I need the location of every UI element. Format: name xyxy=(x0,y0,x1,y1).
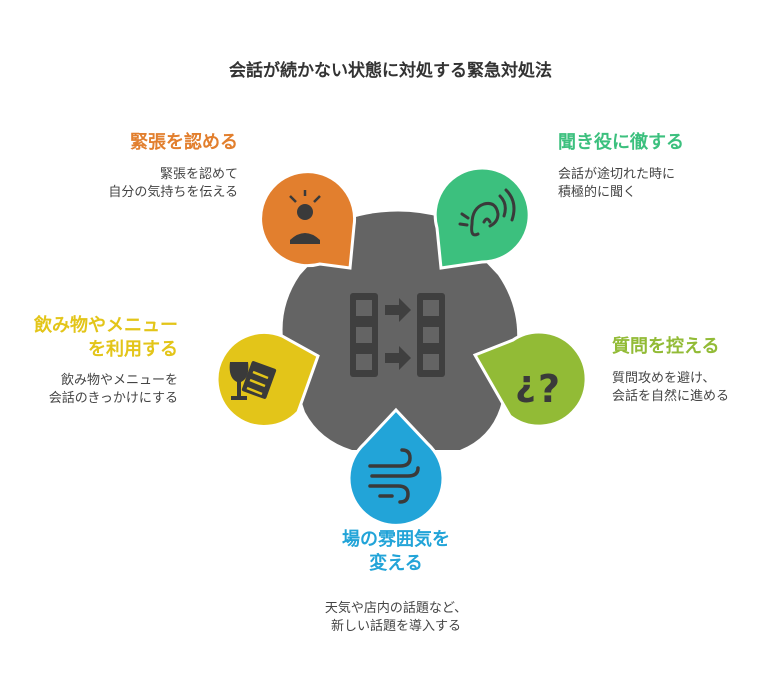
item-label-acknowledge-nerves: 緊張を認める xyxy=(130,132,238,153)
svg-text:?: ? xyxy=(538,367,560,411)
green-drop xyxy=(433,166,531,270)
ear-listening-icon xyxy=(458,188,516,237)
svg-text:?: ? xyxy=(515,367,536,408)
lime-drop xyxy=(472,330,588,428)
item-label-limit-questions: 質問を控える xyxy=(612,336,720,357)
center-pentagon xyxy=(282,211,518,450)
item-desc-limit-questions: 質問攻めを避け、 会話を自然に進める xyxy=(612,371,730,404)
item-desc-acknowledge-nerves: 緊張を認めて 自分の気持ちを伝える xyxy=(108,167,238,200)
stressed-person-icon xyxy=(289,190,321,244)
question-marks-icon: ? ? xyxy=(515,367,560,411)
item-label-be-listener: 聞き役に徹する xyxy=(558,132,684,153)
page-title: 会話が続かない状態に対処する緊急対処法 xyxy=(229,61,552,81)
item-desc-use-drinks-menu: 飲み物やメニューを 会話のきっかけにする xyxy=(48,373,178,406)
item-desc-be-listener: 会話が途切れた時に 積極的に聞く xyxy=(558,167,676,200)
item-label-change-atmosphere: 場の雰囲気を 変える xyxy=(342,529,450,574)
film-transition-icon xyxy=(350,293,445,377)
wind-icon xyxy=(368,448,420,504)
orange-drop xyxy=(259,170,357,270)
drink-menu-icon xyxy=(229,361,277,400)
item-desc-change-atmosphere: 天気や店内の話題など、 新しい話題を導入する xyxy=(324,601,468,634)
item-label-use-drinks-menu: 飲み物やメニュー を利用する xyxy=(34,315,178,360)
